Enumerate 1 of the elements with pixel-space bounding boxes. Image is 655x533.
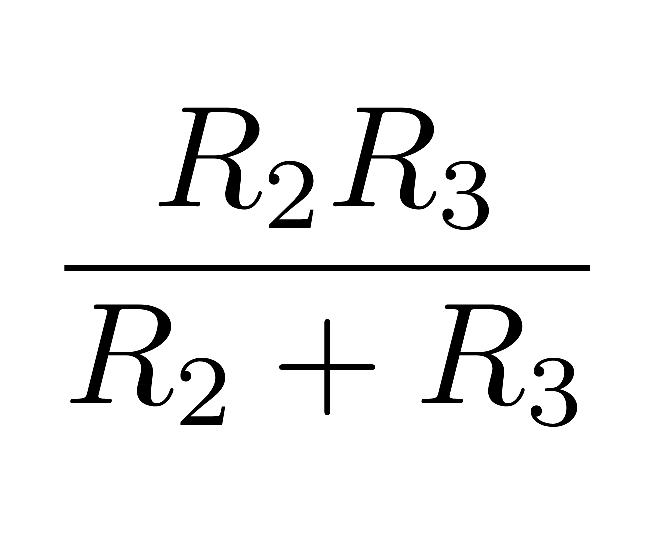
fraction-formula: $\frac{R_2 R_3}{R_2 + R_3}$ [64, 108, 590, 428]
